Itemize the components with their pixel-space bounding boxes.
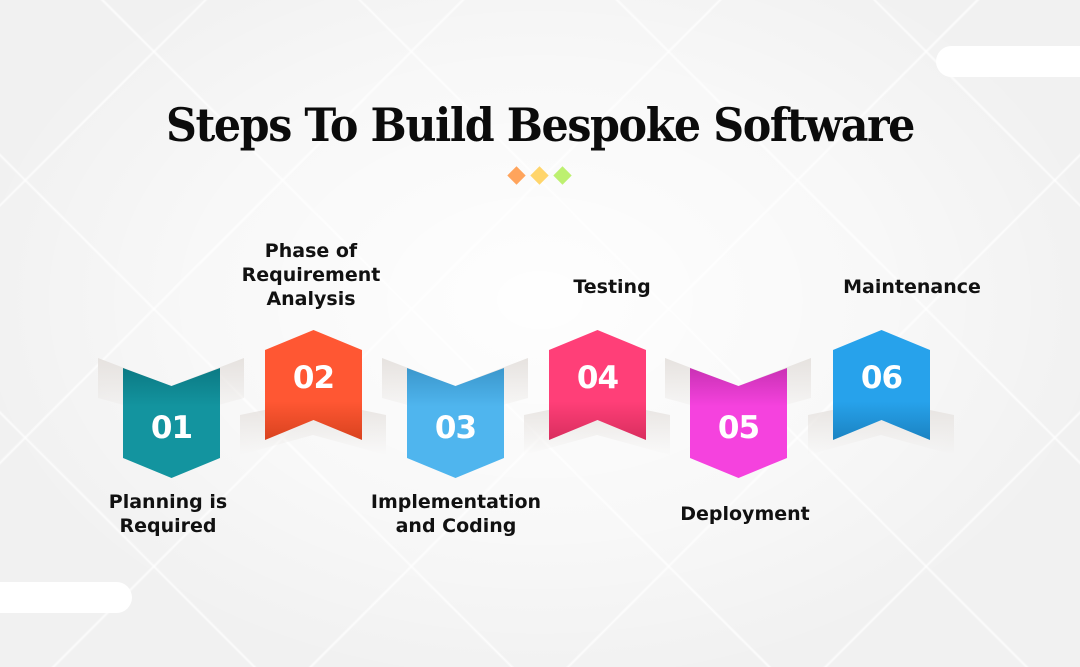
diamond-green-icon <box>553 166 572 185</box>
diamond-yellow-icon <box>530 166 549 185</box>
step-03-ribbon: 03 <box>407 368 504 478</box>
step-02-label: Phase of Requirement Analysis <box>241 240 381 310</box>
step-06-label: Maintenance <box>843 276 981 298</box>
title-divider <box>507 166 577 186</box>
step-02-number: 02 <box>292 360 335 396</box>
step-05-ribbon: 05 <box>690 368 787 478</box>
step-01-ribbon: 01 <box>123 368 220 478</box>
step-01-label: Planning is Required <box>108 491 228 537</box>
step-03-number: 03 <box>434 410 477 446</box>
step-05-label: Deployment <box>680 503 810 525</box>
step-03-label: Implementation and Coding <box>370 491 542 537</box>
step-04-ribbon: 04 <box>549 330 646 440</box>
step-06-ribbon: 06 <box>833 330 930 440</box>
step-05-number: 05 <box>717 410 760 446</box>
step-01-number: 01 <box>150 410 193 446</box>
decorative-pill-top-right <box>936 46 1080 77</box>
diamond-orange-icon <box>507 166 526 185</box>
page-title: Steps To Build Bespoke Software <box>165 98 915 152</box>
step-04-number: 04 <box>576 360 619 396</box>
step-04-label: Testing <box>573 276 651 298</box>
step-06-number: 06 <box>860 360 903 396</box>
step-02-ribbon: 02 <box>265 330 362 440</box>
decorative-pill-bottom-left <box>0 582 132 613</box>
